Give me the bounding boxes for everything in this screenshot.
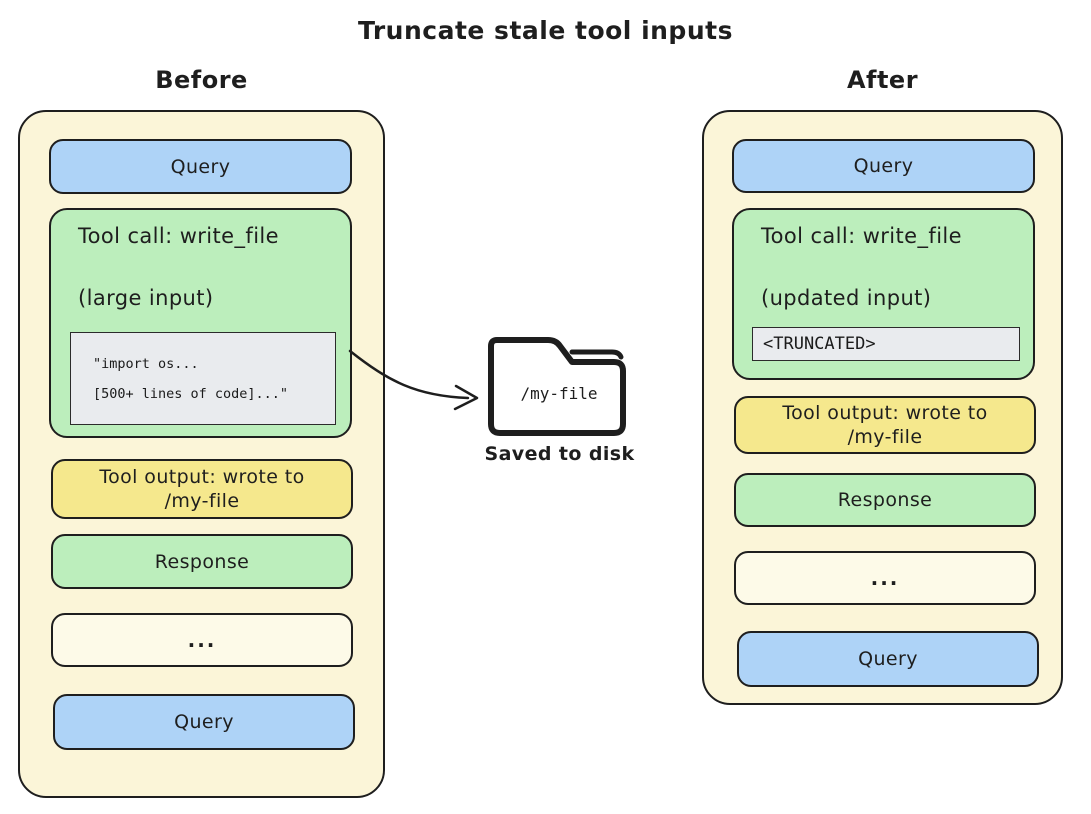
before-panel: Query Tool call: write_file (large input… xyxy=(18,110,385,798)
after-tool-call-title: Tool call: write_file xyxy=(761,224,962,248)
before-query-bottom-box: Query xyxy=(53,694,355,750)
before-label: Before xyxy=(155,66,248,94)
after-tool-call-subtitle: (updated input) xyxy=(761,286,932,310)
before-tool-call-subtitle: (large input) xyxy=(78,286,214,310)
after-response-box: Response xyxy=(734,473,1036,527)
before-tool-output-line-2: /my-file xyxy=(164,490,240,512)
middle-graphics xyxy=(348,337,626,436)
before-tool-output-box: Tool output: wrote to /my-file xyxy=(51,459,353,519)
after-query-bottom-box: Query xyxy=(737,631,1039,687)
before-tool-call-title: Tool call: write_file xyxy=(78,224,279,248)
after-panel: Query Tool call: write_file (updated inp… xyxy=(702,110,1063,705)
after-query-top-box: Query xyxy=(732,139,1035,193)
before-tool-output-line-1: Tool output: wrote to xyxy=(99,466,305,488)
after-tool-output-line-1: Tool output: wrote to xyxy=(782,402,988,424)
saved-to-disk-caption: Saved to disk xyxy=(484,443,635,465)
folder-file-label: /my-file xyxy=(520,384,598,403)
before-query-top-box: Query xyxy=(49,139,352,194)
curved-arrow-icon xyxy=(348,349,479,411)
after-tool-output-line-2: /my-file xyxy=(847,426,923,448)
diagram-title: Truncate stale tool inputs xyxy=(358,16,733,45)
before-code-line-2: [500+ lines of code]..." xyxy=(93,385,289,402)
folder-icon xyxy=(488,337,626,436)
before-code-line-1: "import os... xyxy=(93,355,199,372)
after-tool-output-box: Tool output: wrote to /my-file xyxy=(734,396,1036,454)
before-code-box: "import os... [500+ lines of code]..." xyxy=(70,332,336,425)
before-ellipsis-box: ... xyxy=(51,613,353,667)
before-tool-call-card: Tool call: write_file (large input) "imp… xyxy=(49,208,352,438)
after-ellipsis-box: ... xyxy=(734,551,1036,605)
after-label: After xyxy=(846,66,919,94)
before-response-box: Response xyxy=(51,534,353,589)
after-tool-call-card: Tool call: write_file (updated input) <T… xyxy=(732,208,1035,380)
after-truncated-box: <TRUNCATED> xyxy=(752,327,1020,361)
